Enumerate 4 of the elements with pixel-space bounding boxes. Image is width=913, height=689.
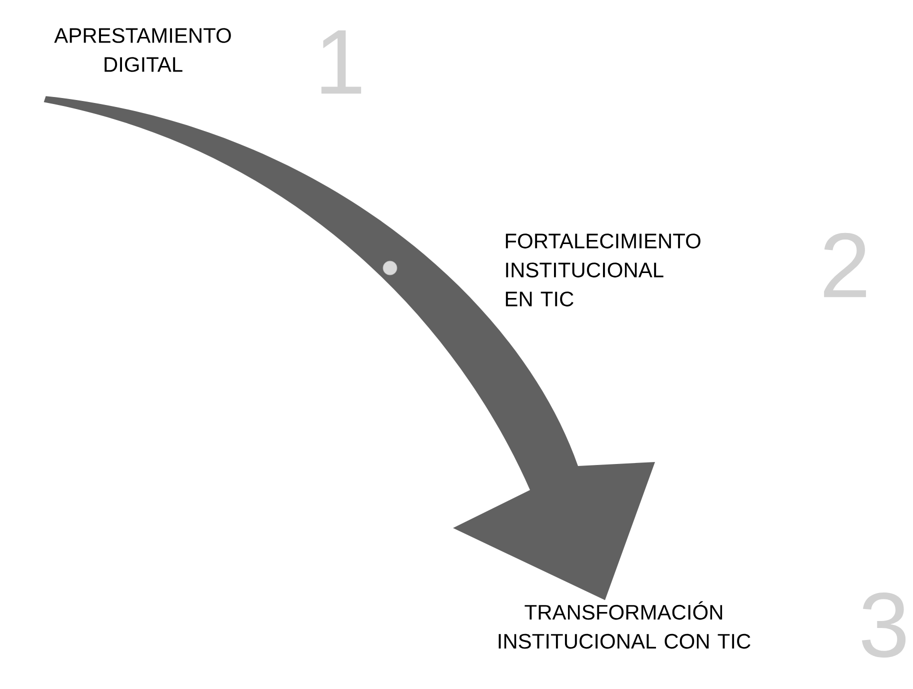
step-label: TRANSFORMACIÓN INSTITUCIONAL CON TIC	[498, 601, 750, 649]
step-label: FORTALECIMIENTO INSTITUCIONAL EN TIC	[506, 234, 700, 306]
step-label: APRESTAMIENTO DIGITAL	[54, 28, 231, 72]
curved-arrow	[44, 96, 655, 600]
